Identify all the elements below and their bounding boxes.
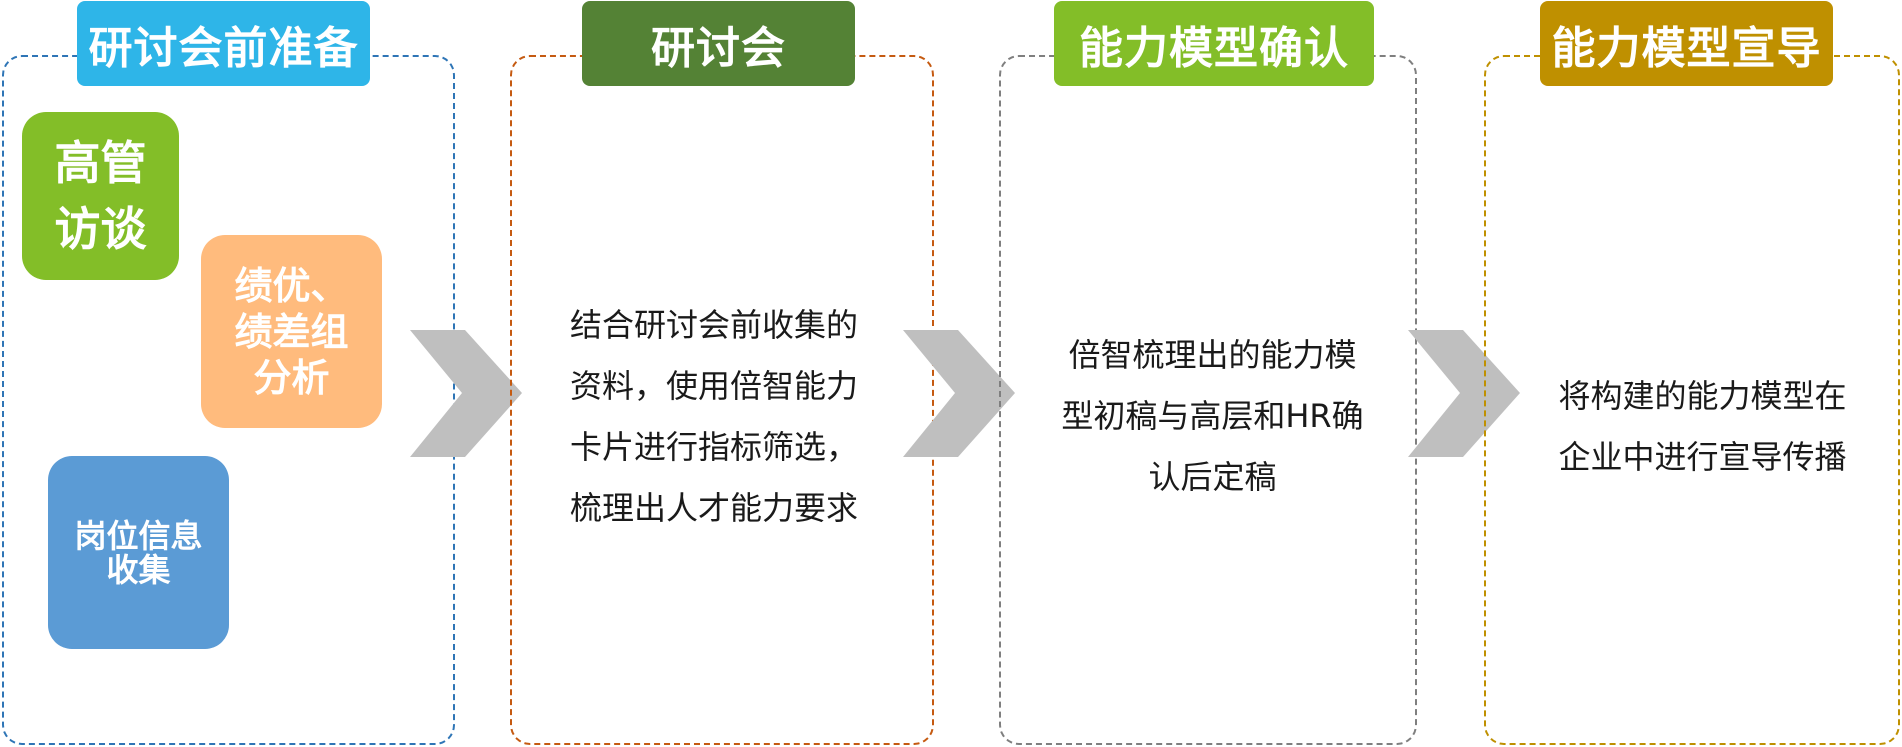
stage-3-description: 倍智梳理出的能力模 型初稿与高层和HR确 认后定稿 — [1061, 336, 1364, 496]
chevron-right-icon — [1408, 330, 1520, 457]
chevron-right-icon — [903, 330, 1015, 457]
stage-2-description: 结合研讨会前收集的 资料，使用倍智能力 卡片进行指标筛选， 梳理出人才能力要求 — [570, 306, 859, 527]
stage-3-title: 能力模型确认 — [1054, 1, 1374, 86]
sub-item-executive-interview: 高管 访谈 — [22, 112, 179, 280]
stage-4-title: 能力模型宣导 — [1540, 1, 1833, 86]
chevron-right-icon — [410, 330, 522, 457]
stage-1-title: 研讨会前准备 — [77, 1, 370, 86]
sub-item-performance-group-analysis: 绩优、 绩差组 分析 — [201, 235, 382, 428]
sub-item-position-info-collection: 岗位信息 收集 — [48, 456, 229, 649]
stage-4-description: 将构建的能力模型在 企业中进行宣导传播 — [1558, 377, 1847, 476]
stage-2-title: 研讨会 — [582, 1, 855, 86]
